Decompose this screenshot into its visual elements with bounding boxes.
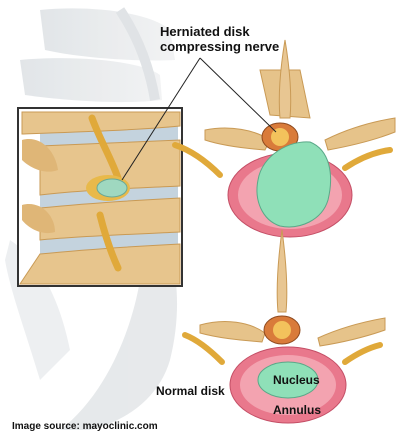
callout-lines bbox=[121, 57, 277, 181]
normal-disk-cross-section bbox=[182, 229, 386, 424]
annulus-label: Annulus bbox=[273, 403, 321, 417]
normal-disk-label: Normal disk bbox=[156, 384, 225, 398]
herniated-label-line1: Herniated disk bbox=[160, 24, 250, 39]
nucleus-label: Nucleus bbox=[273, 373, 320, 387]
image-source-caption: Image source: mayoclinic.com bbox=[12, 421, 158, 432]
herniated-disk-cross-section bbox=[172, 39, 396, 238]
herniated-label-line2: compressing nerve bbox=[160, 39, 280, 54]
spine-closeup bbox=[17, 107, 183, 287]
herniated-disk-label: Herniated disk compressing nerve bbox=[160, 24, 279, 54]
